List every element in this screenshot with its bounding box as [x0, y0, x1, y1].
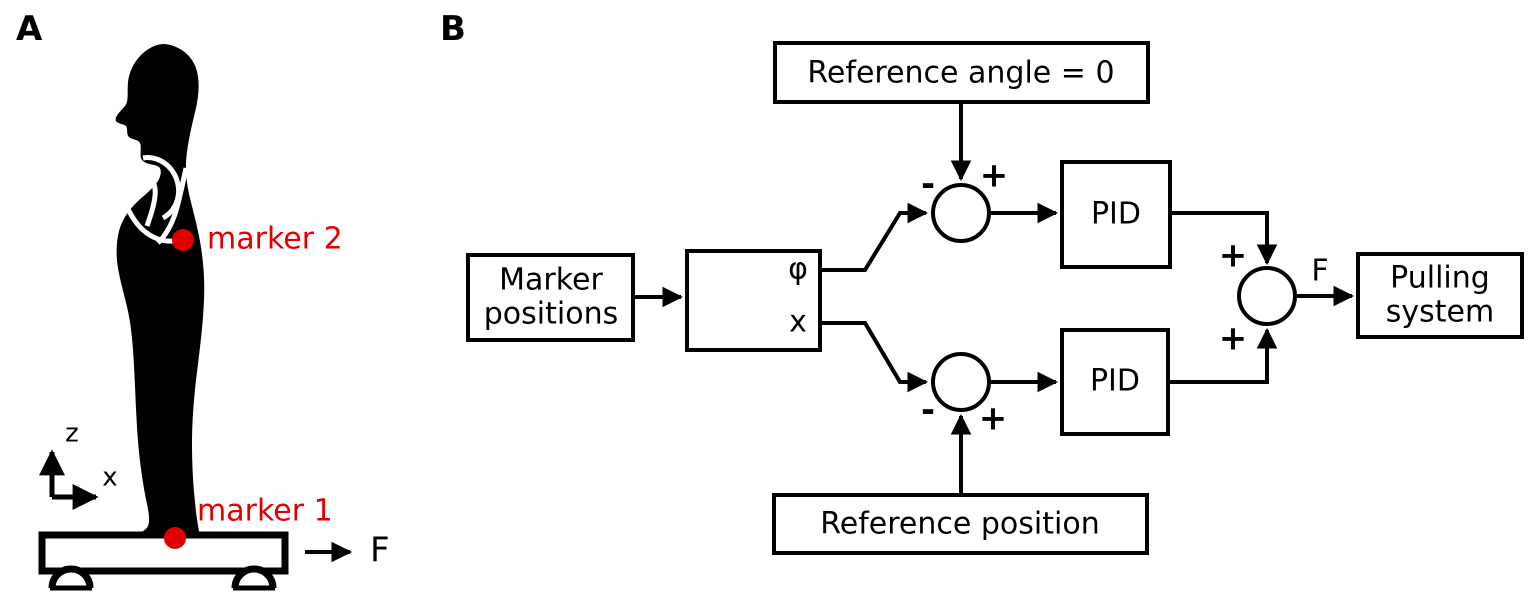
sum-position-plus-sign: +	[979, 399, 1008, 439]
panel-a-letter: A	[16, 9, 43, 49]
human-silhouette	[112, 44, 205, 537]
force-signal-label: F	[1311, 254, 1328, 289]
block-pid-position[interactable]: PID	[1060, 328, 1170, 436]
marker-positions-label-line1: Marker	[499, 263, 603, 298]
pulling-system-label-line2: system	[1386, 295, 1494, 330]
sum-junction-angle[interactable]: - +	[921, 156, 1009, 243]
pulling-system-label-line1: Pulling	[1390, 261, 1490, 296]
reference-position-label: Reference position	[820, 507, 1099, 542]
wire-x-to-sum	[820, 321, 929, 393]
splitter-box[interactable]	[685, 249, 822, 352]
wire-phi-to-sum	[820, 202, 929, 272]
block-marker-positions[interactable]: Marker positions	[466, 253, 635, 342]
force-indicator: F	[305, 531, 390, 571]
pid-position-label: PID	[1090, 364, 1140, 399]
block-pulling-system[interactable]: Pulling system	[1356, 252, 1524, 339]
marker-positions-label-line2: positions	[484, 297, 618, 332]
marker-2-label: marker 2	[207, 222, 343, 257]
pulling-system-box[interactable]	[1356, 252, 1524, 339]
force-label: F	[370, 531, 390, 571]
marker-1-dot	[164, 527, 186, 549]
reference-angle-label: Reference angle = 0	[807, 56, 1114, 91]
marker-1-label: marker 1	[197, 494, 333, 529]
coordinate-axes: z x	[39, 419, 118, 510]
panel-b-letter: B	[440, 9, 466, 49]
sum-position-circle[interactable]	[931, 352, 991, 412]
sum-angle-plus-sign: +	[980, 156, 1009, 196]
pid-position-box[interactable]	[1060, 328, 1170, 436]
sum-junction-force[interactable]: + + F	[1219, 236, 1329, 359]
sum-angle-circle[interactable]	[931, 183, 991, 243]
cart-platform	[38, 531, 289, 591]
block-splitter[interactable]: φ x	[685, 249, 822, 352]
sum-junction-position[interactable]: - +	[921, 352, 1008, 439]
platform-body	[38, 531, 289, 575]
sum-position-minus-sign: -	[921, 391, 935, 431]
block-reference-position[interactable]: Reference position	[772, 493, 1149, 555]
sum-force-plus-bottom-sign: +	[1219, 319, 1248, 359]
x-axis-label: x	[102, 463, 117, 493]
marker-2-dot	[172, 229, 194, 251]
wheel-left	[48, 565, 94, 589]
block-reference-angle[interactable]: Reference angle = 0	[773, 41, 1150, 104]
wheel-right	[231, 565, 277, 589]
sum-force-circle[interactable]	[1237, 266, 1297, 326]
reference-angle-box[interactable]	[773, 41, 1150, 104]
splitter-port-x-label: x	[789, 305, 807, 340]
block-pid-angle[interactable]: PID	[1060, 160, 1172, 269]
pid-angle-label: PID	[1091, 197, 1141, 232]
splitter-port-phi-label: φ	[788, 252, 808, 287]
wire-pid-angle-to-sum-force	[1170, 211, 1278, 266]
z-axis-label: z	[65, 419, 79, 449]
panel-a: A marker 1 mark	[16, 9, 390, 591]
sum-angle-minus-sign: -	[921, 165, 935, 205]
sum-force-plus-top-sign: +	[1219, 236, 1248, 276]
panel-b: B Reference angle = 0 Marker positions φ…	[440, 9, 1524, 555]
wire-pid-position-to-sum-force	[1168, 327, 1278, 384]
